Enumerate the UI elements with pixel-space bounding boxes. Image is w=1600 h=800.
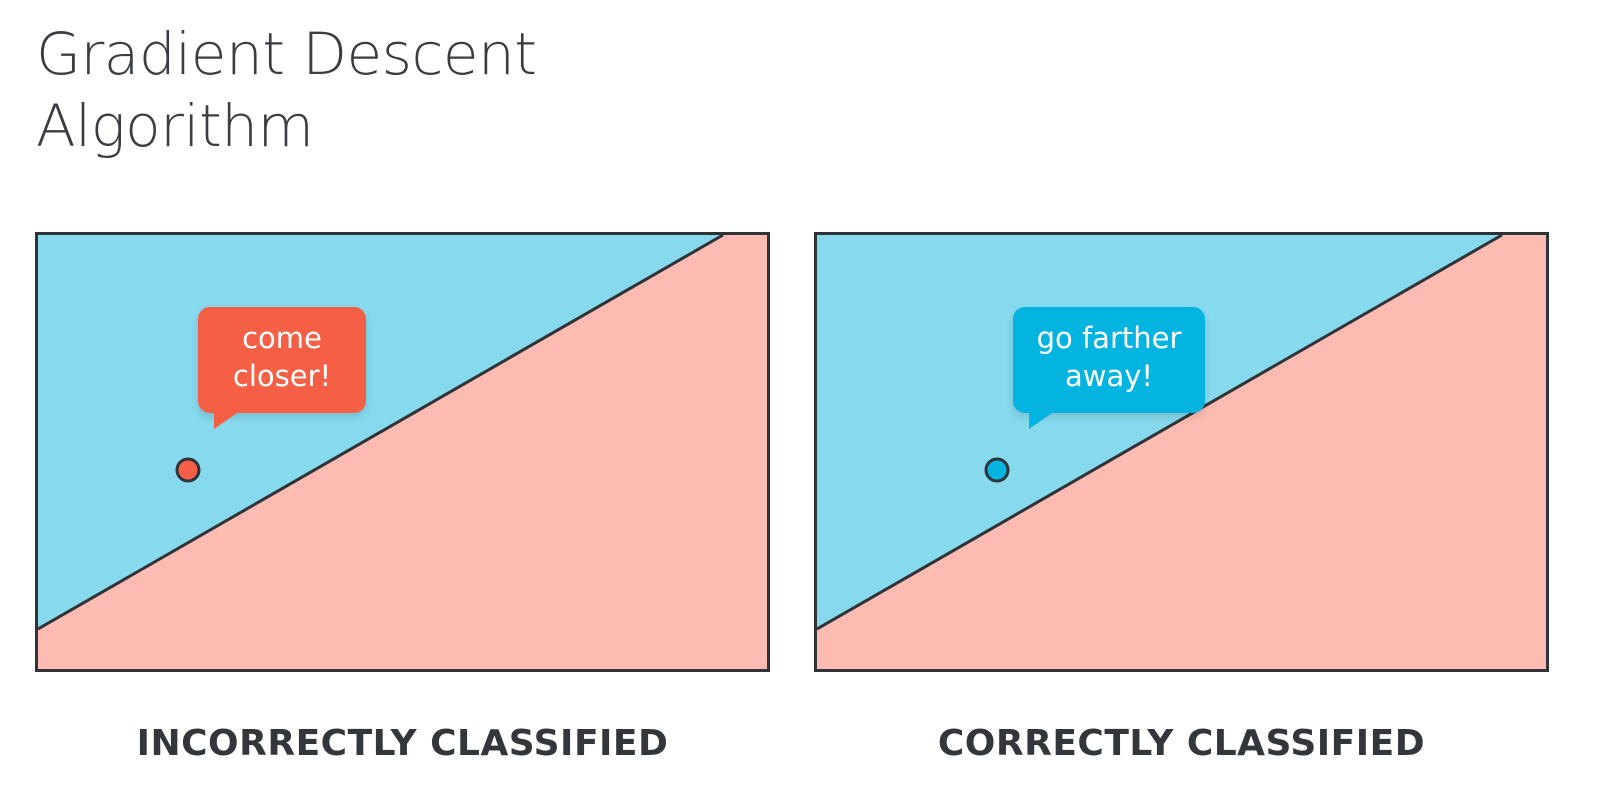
- speech-bubble-line-2: away!: [1064, 359, 1154, 393]
- red-region: [38, 235, 767, 669]
- boundary-line: [817, 235, 1503, 631]
- classification-diagram-right: [817, 235, 1546, 669]
- classified-point: [984, 457, 1010, 483]
- classification-diagram-left: [38, 235, 767, 669]
- boundary-line: [38, 235, 724, 631]
- page-title-line-1: Gradient Descent: [36, 20, 537, 88]
- speech-bubble-line-1: come: [242, 321, 322, 355]
- red-region: [817, 235, 1546, 669]
- speech-bubble-line-1: go farther: [1036, 321, 1182, 355]
- incorrectly-classified-panel: come closer!: [35, 232, 770, 672]
- correctly-classified-caption: CORRECTLY CLASSIFIED: [937, 723, 1426, 764]
- correctly-classified-panel: go farther away!: [814, 232, 1549, 672]
- page-title: Gradient Descent Algorithm: [36, 18, 537, 162]
- speech-bubble: come closer!: [198, 307, 366, 429]
- page-title-line-2: Algorithm: [36, 92, 314, 160]
- incorrectly-classified-caption: INCORRECTLY CLASSIFIED: [136, 723, 669, 764]
- speech-bubble-line-2: closer!: [232, 359, 332, 393]
- misclassified-point: [175, 457, 201, 483]
- speech-bubble: go farther away!: [1013, 307, 1205, 429]
